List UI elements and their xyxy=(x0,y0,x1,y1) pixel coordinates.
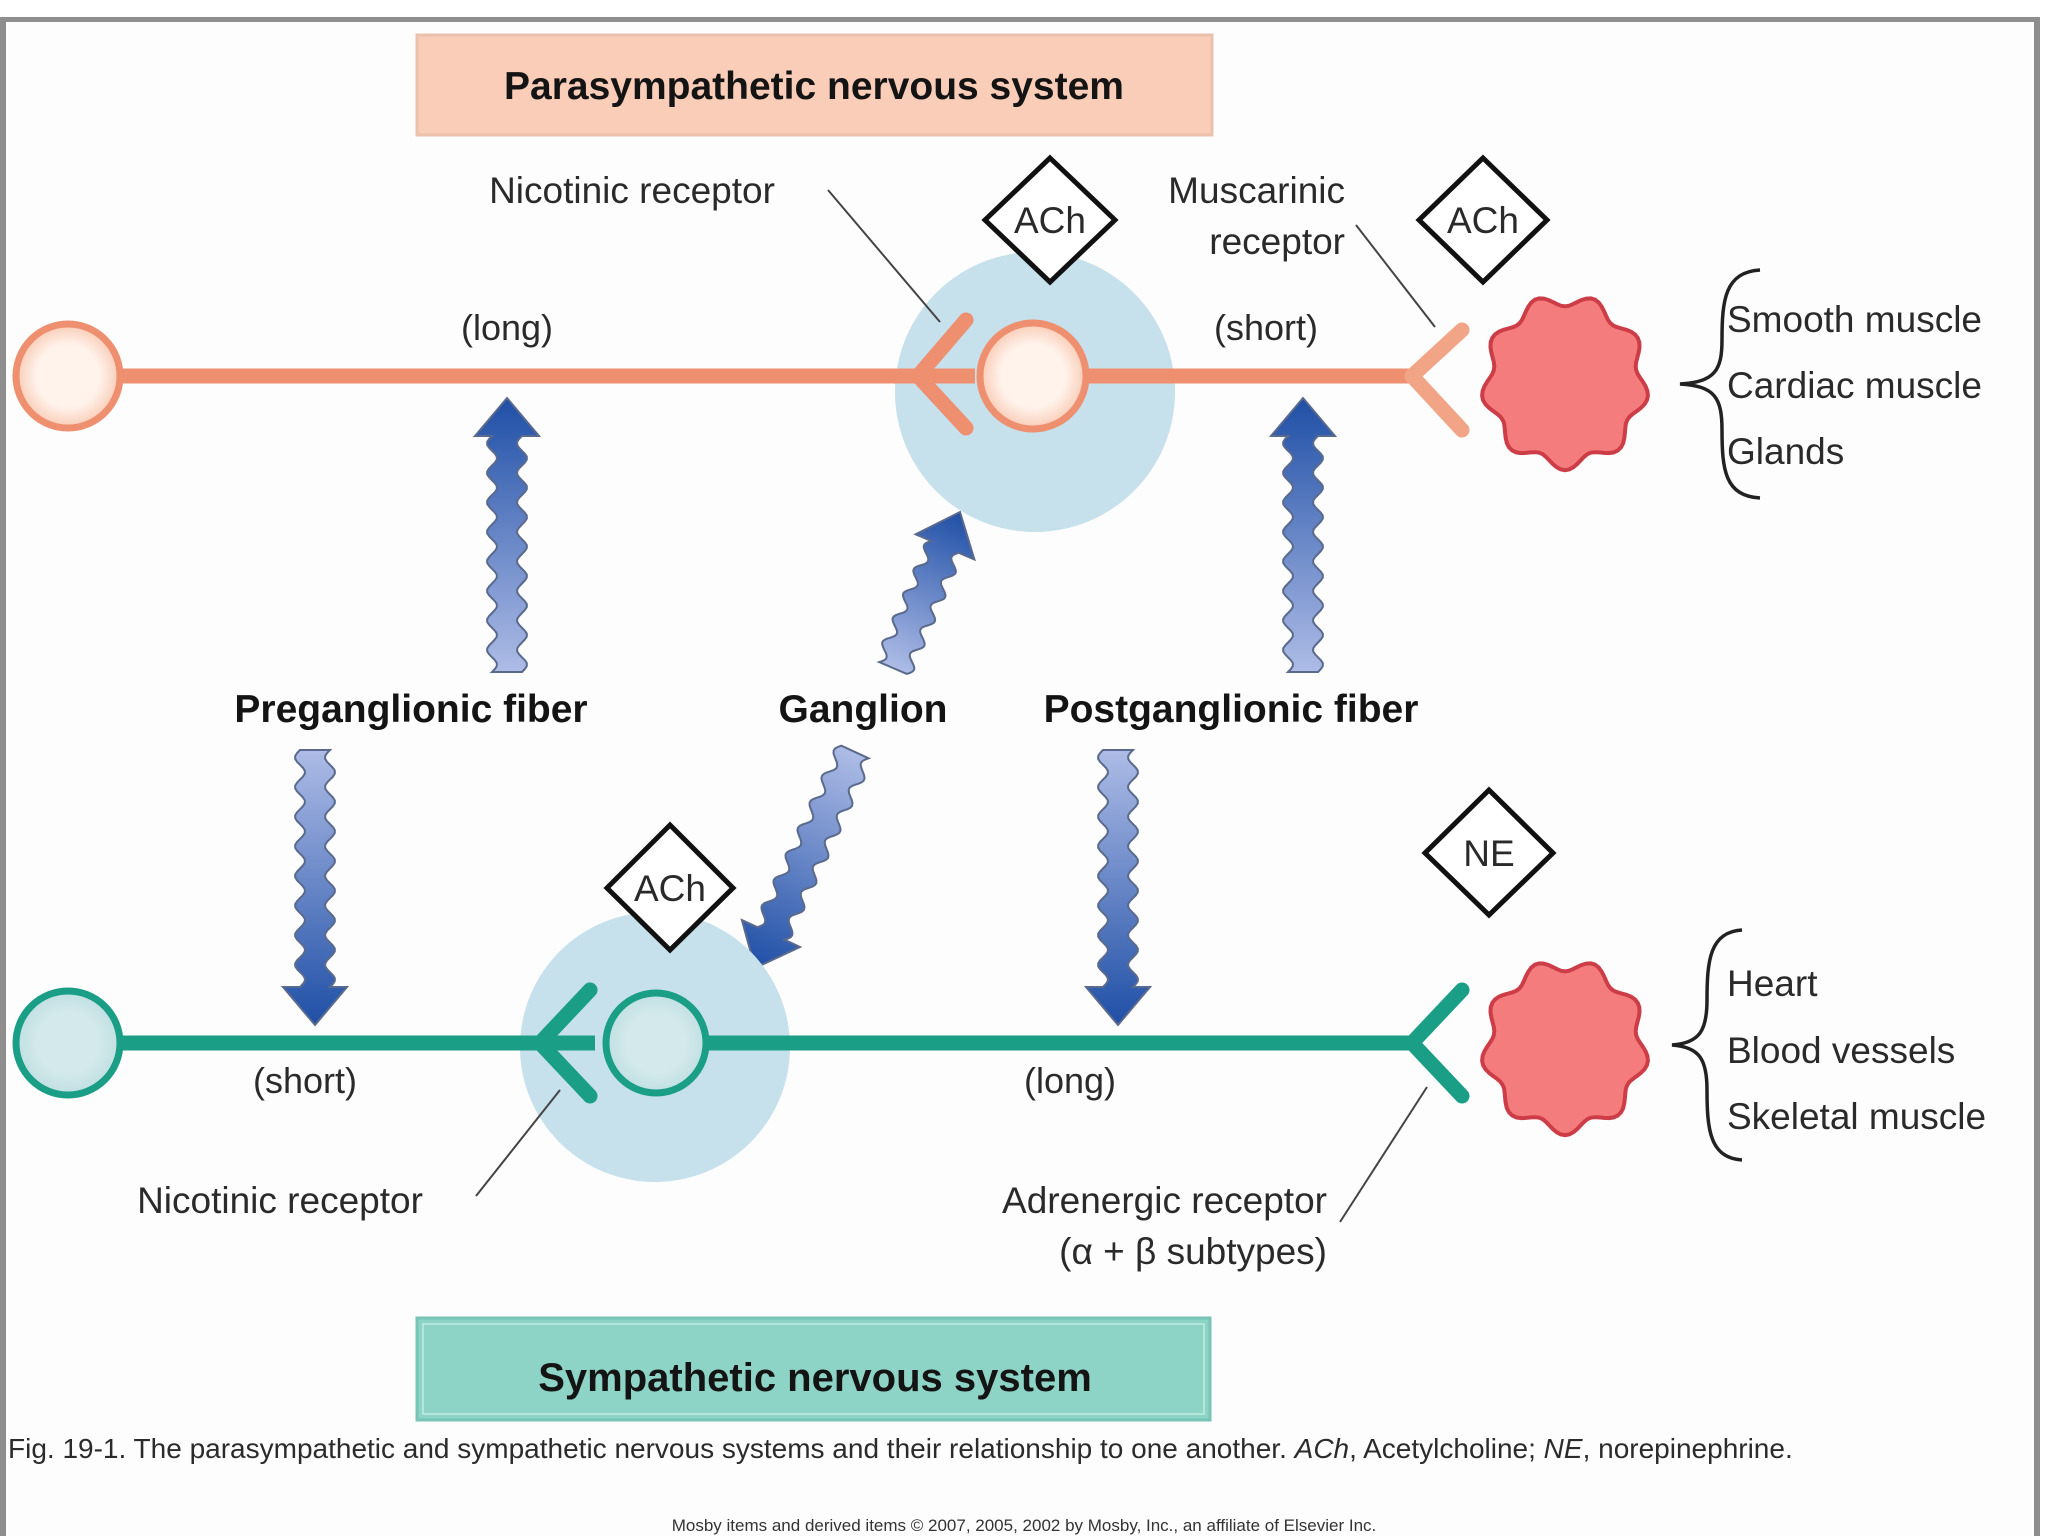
parasympathetic-nicotinic-label: Nicotinic receptor xyxy=(489,170,775,211)
caption-abbr-ach: ACh xyxy=(1294,1433,1350,1464)
parasympathetic-effector-brace xyxy=(1679,268,1761,500)
ne-diamond-target-symp: NE xyxy=(1421,786,1557,919)
parasympathetic-header: Parasympathetic nervous system xyxy=(415,33,1214,137)
arrow-postganglionic-to-sympathetic xyxy=(1083,749,1153,1027)
sympathetic-preganglionic-length: (short) xyxy=(253,1060,357,1101)
parasympathetic-muscarinic-receptor-shape xyxy=(1404,322,1470,438)
sympathetic-adrenergic-receptor-shape xyxy=(1404,982,1470,1104)
sympathetic-pathway: (short) (long) Nicotinic receptor Adrene… xyxy=(12,786,1986,1272)
sympathetic-effector-brace xyxy=(1671,928,1743,1162)
sympathetic-preganglionic-soma xyxy=(12,987,124,1099)
svg-text:ACh: ACh xyxy=(1447,200,1519,241)
parasympathetic-nicotinic-receptor-shape xyxy=(910,312,974,436)
parasympathetic-postganglionic-soma xyxy=(976,319,1090,433)
svg-text:ACh: ACh xyxy=(1014,200,1086,241)
parasympathetic-effector-organ xyxy=(1480,296,1650,473)
svg-text:NE: NE xyxy=(1463,833,1514,874)
sympathetic-postganglionic-soma xyxy=(602,989,710,1097)
ach-diamond-ganglion-para: ACh xyxy=(981,154,1119,286)
arrows-layer xyxy=(280,396,1338,1027)
parasympathetic-title: Parasympathetic nervous system xyxy=(504,65,1124,108)
svg-text:ACh: ACh xyxy=(634,868,706,909)
parasympathetic-preganglionic-length: (long) xyxy=(461,307,553,348)
copyright-credit: Mosby items and derived items © 2007, 20… xyxy=(671,1516,1377,1535)
muscarinic-leader-line xyxy=(1355,224,1436,328)
muscarinic-label-line1: Muscarinic xyxy=(1168,170,1345,211)
sympathetic-nicotinic-receptor-shape xyxy=(532,982,598,1104)
postganglionic-fiber-label: Postganglionic fiber xyxy=(1044,688,1419,731)
preganglionic-fiber-label: Preganglionic fiber xyxy=(234,688,587,731)
arrow-postganglionic-to-parasympathetic xyxy=(1268,396,1338,673)
parasympathetic-postganglionic-length: (short) xyxy=(1214,307,1318,348)
effector-label: Glands xyxy=(1727,431,1844,472)
sympathetic-header: Sympathetic nervous system xyxy=(415,1316,1212,1422)
adrenergic-label-line1: Adrenergic receptor xyxy=(1002,1180,1327,1221)
arrow-preganglionic-to-sympathetic xyxy=(280,749,350,1027)
effector-label: Blood vessels xyxy=(1727,1030,1955,1071)
arrow-ganglion-to-parasympathetic xyxy=(876,510,976,675)
adrenergic-label-line2: (α + β subtypes) xyxy=(1059,1231,1327,1272)
ach-diamond-target-para: ACh xyxy=(1415,154,1551,286)
caption-abbr-ne: NE xyxy=(1543,1433,1583,1464)
ach-diamond-ganglion-symp: ACh xyxy=(603,821,737,954)
caption-def-ne: , norepinephrine. xyxy=(1582,1433,1793,1464)
sympathetic-postganglionic-length: (long) xyxy=(1024,1060,1116,1101)
sympathetic-nicotinic-label: Nicotinic receptor xyxy=(137,1180,423,1221)
caption-def-ach: , Acetylcholine; xyxy=(1349,1433,1544,1464)
parasympathetic-preganglionic-soma xyxy=(12,320,124,432)
ganglion-label: Ganglion xyxy=(779,688,948,731)
sympathetic-nicotinic-leader-line xyxy=(475,1089,561,1197)
caption-text: Fig. 19-1. The parasympathetic and sympa… xyxy=(8,1433,1295,1464)
effector-label: Cardiac muscle xyxy=(1727,365,1982,406)
figure-caption: Fig. 19-1. The parasympathetic and sympa… xyxy=(8,1428,2028,1469)
effector-label: Heart xyxy=(1727,963,1818,1004)
arrow-preganglionic-to-parasympathetic xyxy=(472,396,542,673)
sympathetic-title: Sympathetic nervous system xyxy=(538,1356,1092,1400)
parasympathetic-pathway: (long) (short) Nicotinic receptor Muscar… xyxy=(12,154,1982,532)
arrow-ganglion-to-sympathetic xyxy=(740,744,872,970)
adrenergic-leader-line xyxy=(1339,1086,1428,1223)
nicotinic-leader-line xyxy=(827,189,941,323)
muscarinic-label-line2: receptor xyxy=(1209,221,1345,262)
effector-label: Smooth muscle xyxy=(1727,299,1982,340)
effector-label: Skeletal muscle xyxy=(1727,1096,1986,1137)
sympathetic-effector-organ xyxy=(1480,961,1650,1138)
